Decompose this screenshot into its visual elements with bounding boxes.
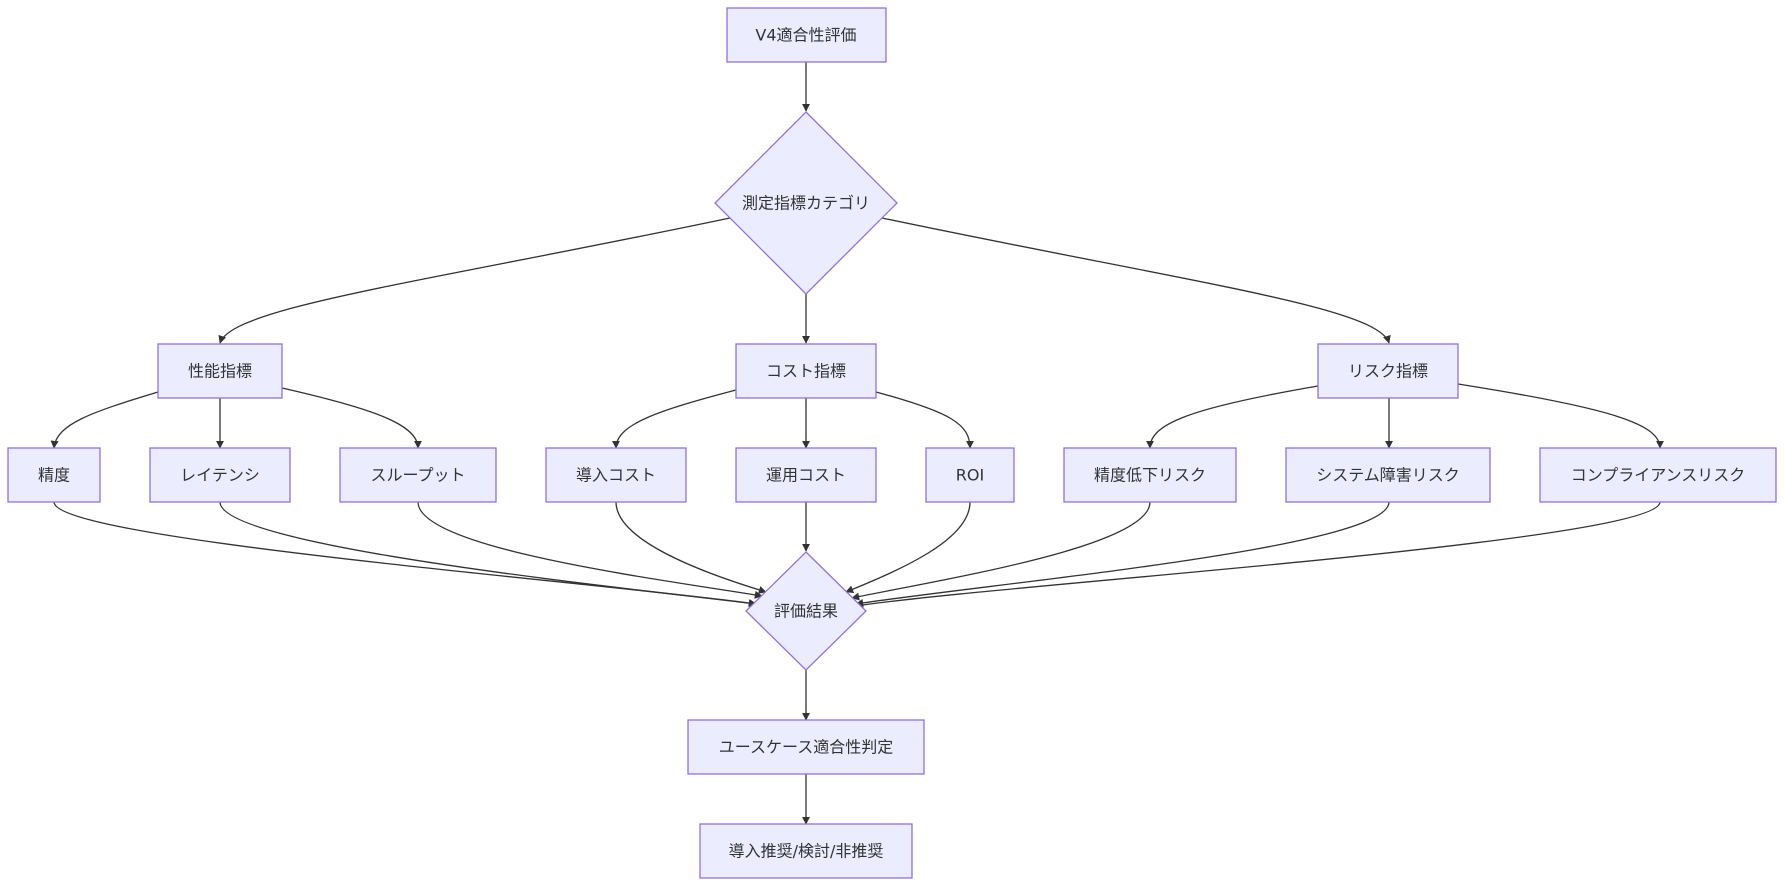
node-perf-label: 性能指標: [188, 362, 252, 381]
node-intro-cost[interactable]: 導入コスト: [545, 447, 687, 503]
edge-throughput-result: [417, 501, 763, 599]
node-accuracy[interactable]: 精度: [7, 447, 101, 503]
edge-perf-accuracy: [50, 391, 159, 449]
edges: [50, 62, 1664, 825]
node-result[interactable]: 評価結果: [745, 551, 867, 671]
node-ops-cost-label: 運用コスト: [766, 466, 846, 485]
node-sys-risk[interactable]: システム障害リスク: [1285, 447, 1491, 503]
edge-risk-accrisk: [1146, 385, 1319, 449]
edge-comprisk-result: [855, 501, 1661, 609]
node-perf[interactable]: 性能指標: [157, 343, 283, 399]
node-start-label: V4適合性評価: [755, 26, 856, 45]
node-judge[interactable]: ユースケース適合性判定: [687, 719, 925, 775]
node-acc-risk[interactable]: 精度低下リスク: [1063, 447, 1237, 503]
edge-cost-intro: [612, 389, 737, 449]
node-start[interactable]: V4適合性評価: [726, 7, 887, 63]
node-final-label: 導入推奨/検討/非推奨: [729, 842, 884, 861]
node-acc-risk-label: 精度低下リスク: [1094, 466, 1206, 485]
node-cost-label: コスト指標: [766, 362, 846, 381]
edge-accrisk-result: [851, 501, 1151, 601]
node-roi-label: ROI: [956, 466, 984, 485]
node-judge-label: ユースケース適合性判定: [719, 738, 893, 757]
node-final[interactable]: 導入推奨/検討/非推奨: [699, 823, 913, 879]
node-throughput-label: スループット: [370, 466, 465, 485]
node-roi[interactable]: ROI: [925, 447, 1015, 503]
node-intro-cost-label: 導入コスト: [576, 466, 656, 485]
edge-category-perf: [218, 217, 731, 344]
node-comp-risk[interactable]: コンプライアンスリスク: [1539, 447, 1777, 503]
node-sys-risk-label: システム障害リスク: [1316, 466, 1460, 485]
edge-category-risk: [881, 217, 1391, 344]
edge-sysrisk-result: [855, 501, 1390, 607]
node-cost[interactable]: コスト指標: [735, 343, 877, 399]
node-latency[interactable]: レイテンシ: [149, 447, 291, 503]
node-accuracy-label: 精度: [38, 466, 70, 485]
node-risk[interactable]: リスク指標: [1317, 343, 1459, 399]
edge-roi-result: [845, 501, 971, 593]
edge-risk-comprisk: [1457, 383, 1664, 449]
edge-perf-throughput: [281, 387, 422, 449]
edge-latency-result: [219, 501, 757, 608]
node-throughput[interactable]: スループット: [339, 447, 497, 503]
node-risk-label: リスク指標: [1348, 362, 1428, 381]
edge-accuracy-result: [53, 501, 757, 607]
node-latency-label: レイテンシ: [180, 466, 260, 485]
edge-cost-roi: [875, 391, 974, 449]
node-category[interactable]: 測定指標カテゴリ: [714, 111, 898, 295]
edge-intro-result: [615, 501, 767, 594]
node-ops-cost[interactable]: 運用コスト: [735, 447, 877, 503]
node-category-label: 測定指標カテゴリ: [742, 194, 870, 213]
node-comp-risk-label: コンプライアンスリスク: [1571, 466, 1746, 485]
node-result-label: 評価結果: [774, 602, 838, 621]
